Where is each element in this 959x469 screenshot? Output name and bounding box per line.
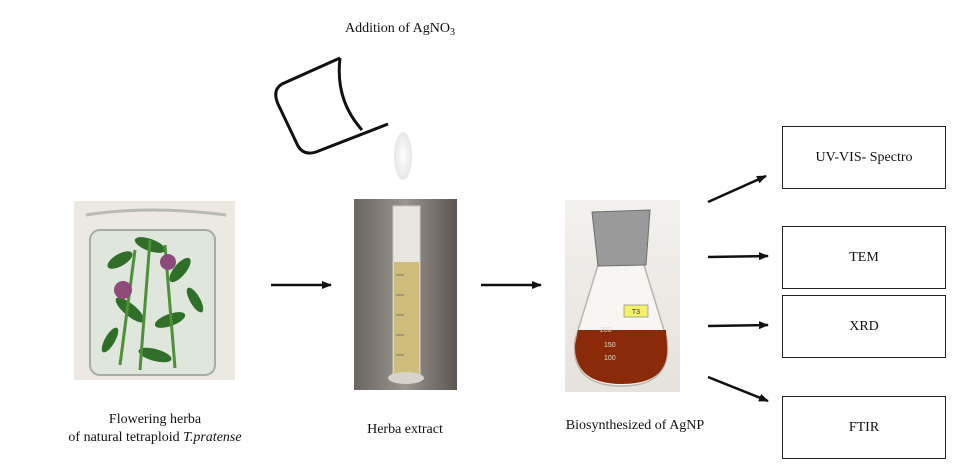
flask-mark-text: 100 (604, 355, 616, 362)
arrow-icon (707, 321, 769, 330)
flask-mark-text: 150 (604, 342, 616, 349)
xrd-box: XRD (782, 295, 946, 358)
droplet-icon (394, 132, 412, 180)
flask-photo: T3 200 150 100 (565, 200, 680, 392)
arrow-icon (707, 252, 769, 261)
step3-label: Biosynthesized of AgNP (565, 418, 705, 433)
cylinder-photo (354, 199, 457, 390)
ftir-box: FTIR (782, 396, 946, 459)
pouring-beaker-icon (274, 56, 389, 155)
addition-agno3-label: Addition of AgNO3 (345, 21, 455, 38)
step2-label: Herba extract (367, 422, 443, 437)
arrow-icon (707, 375, 769, 403)
flask-mark-text: 200 (600, 327, 612, 334)
uv-vis-box: UV-VIS- Spectro (782, 126, 946, 189)
step1-label: Flowering herba of natural tetraploid T.… (68, 412, 242, 445)
flask-tag-text: T3 (632, 309, 640, 316)
arrow-icon (707, 174, 767, 204)
tem-box: TEM (782, 226, 946, 289)
plant-beaker-photo (74, 201, 235, 380)
